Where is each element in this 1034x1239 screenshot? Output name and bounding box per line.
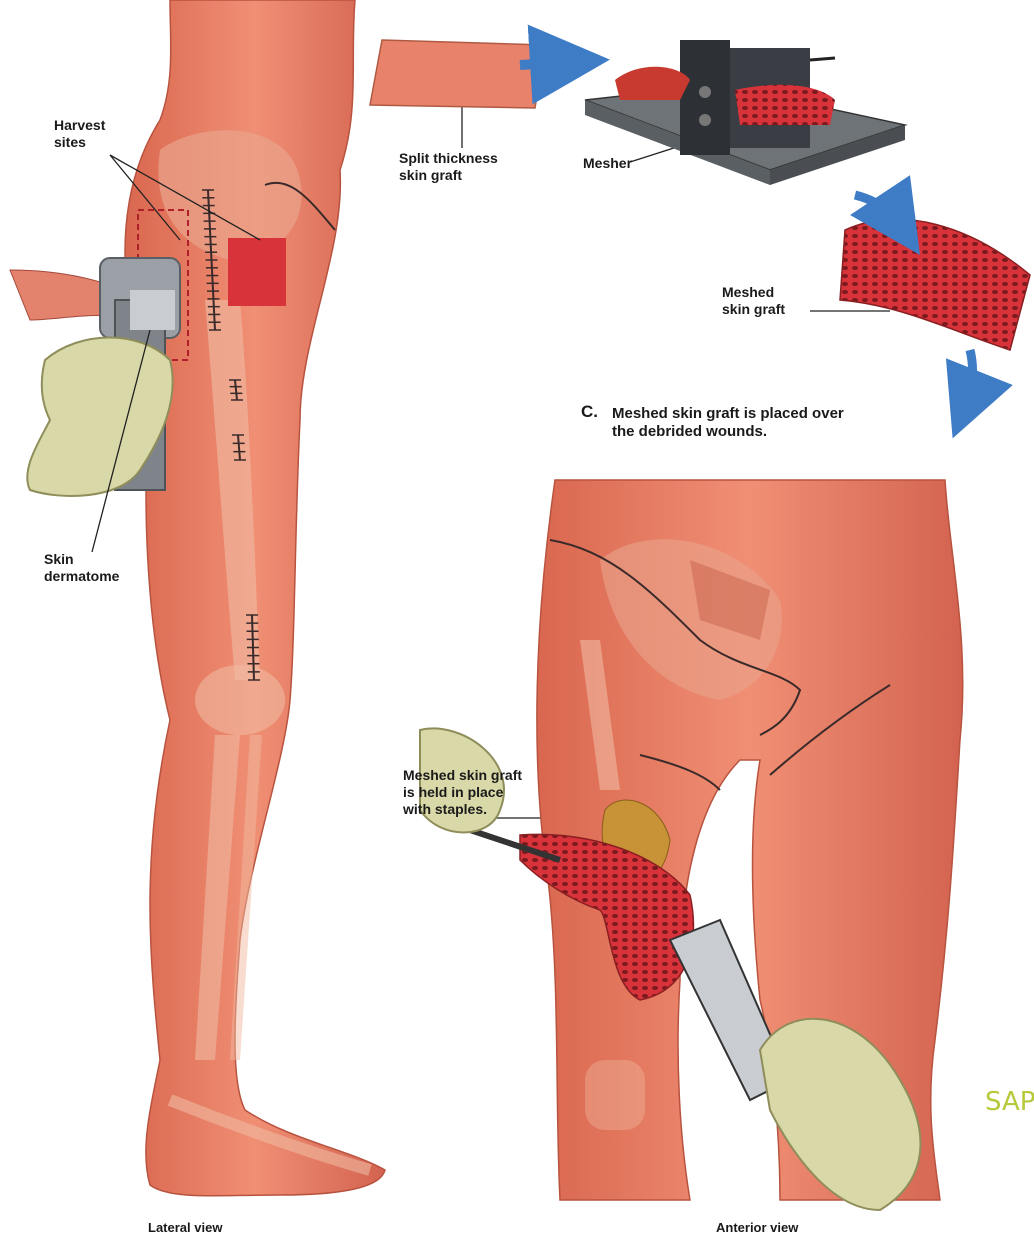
harvest-site-graft-red xyxy=(228,238,286,306)
label-caption-c: Meshed skin graft is placed over the deb… xyxy=(612,405,844,441)
split-thickness-graft xyxy=(370,40,545,108)
label-anterior-view: Anterior view xyxy=(716,1219,798,1236)
arrow-to-mesher xyxy=(520,62,570,65)
arrow-down xyxy=(966,350,973,405)
label-lateral-view: Lateral view xyxy=(148,1219,222,1236)
label-caption-c-letter: C. xyxy=(581,403,598,421)
label-skin-dermatome: Skin dermatome xyxy=(44,551,119,585)
label-harvest-sites: Harvest sites xyxy=(54,117,105,151)
mesher-machine xyxy=(585,40,905,185)
watermark-text: SAP xyxy=(985,1087,1034,1117)
meshed-skin-graft xyxy=(840,219,1030,350)
label-split-thickness-graft: Split thickness skin graft xyxy=(399,150,498,184)
label-meshed-skin-graft: Meshed skin graft xyxy=(722,284,785,318)
label-staples: Meshed skin graft is held in place with … xyxy=(403,767,522,818)
label-mesher: Mesher xyxy=(583,155,632,172)
lateral-leg xyxy=(125,0,385,1196)
